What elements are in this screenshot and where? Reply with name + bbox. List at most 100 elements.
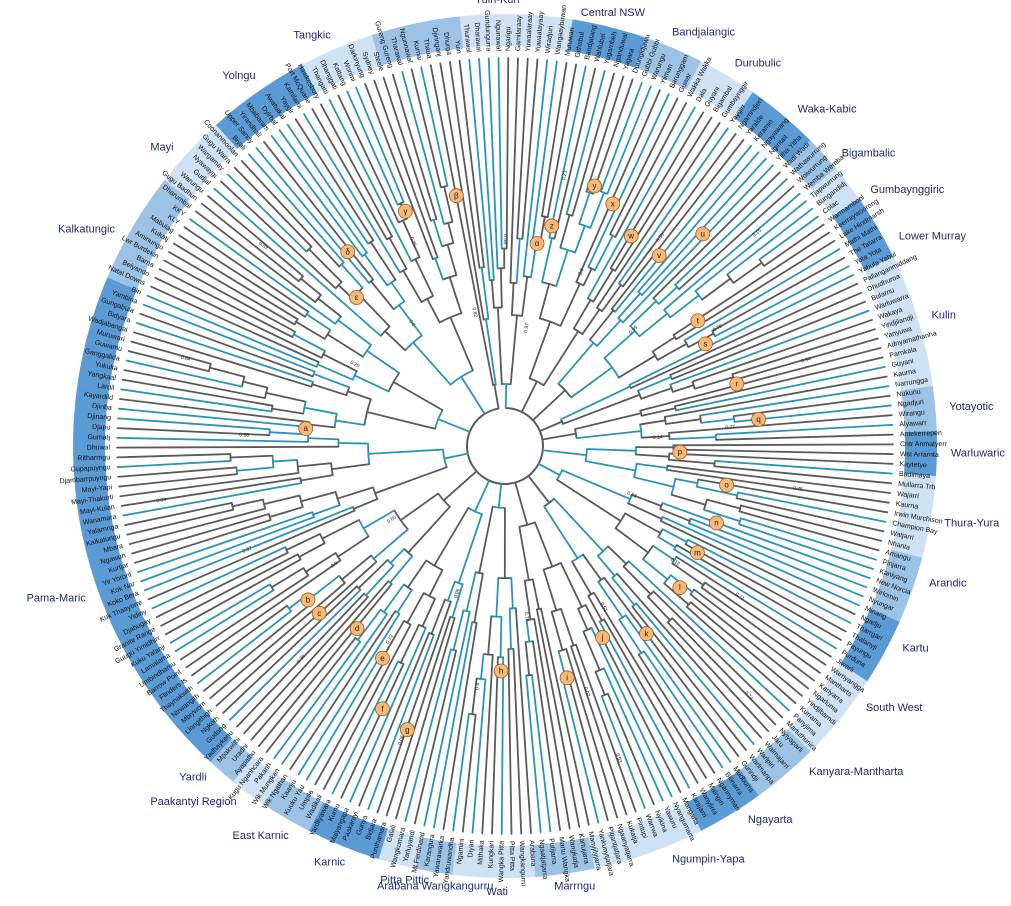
branch-672	[402, 269, 423, 303]
branch-524	[231, 498, 264, 508]
branch-620	[178, 234, 306, 318]
leaf-ngadjuri-62: Ngadjuri	[898, 399, 925, 409]
clade-marker-label-20: p	[678, 448, 683, 457]
branch-625	[317, 297, 342, 318]
branch-469	[341, 554, 372, 581]
branch-438	[289, 610, 397, 771]
group-bands	[72, 13, 938, 878]
branch-75	[592, 268, 614, 303]
branch-291	[611, 576, 636, 606]
group-label-yardli: Yardli	[179, 771, 206, 783]
clade-marker-label-14: j	[601, 633, 604, 642]
clade-marker-16	[672, 580, 688, 595]
branch-445	[265, 637, 357, 753]
leaf-mithaka-131: Mithaka	[477, 840, 485, 865]
branch-79	[581, 308, 601, 335]
clade-marker-21	[751, 411, 767, 427]
leaf-yukulta-199: Yukulta	[94, 361, 118, 372]
clade-marker-1	[448, 188, 464, 204]
branch-36	[528, 320, 552, 380]
leaf-biri-207: Biri	[130, 286, 142, 297]
branch-386	[452, 712, 470, 832]
branch-247	[661, 528, 688, 543]
branch-85	[622, 133, 737, 288]
support-value-17: 0.64	[180, 355, 191, 363]
branch-149	[671, 300, 867, 381]
branch-arc-482	[334, 552, 342, 561]
branch-648	[340, 263, 364, 289]
branch-569	[303, 406, 338, 415]
clade-marker-label-6: b	[306, 596, 311, 605]
clade-marker-9	[375, 650, 390, 666]
clade-marker-6	[300, 592, 316, 608]
branch-32	[541, 62, 568, 217]
branch-59	[606, 85, 652, 195]
branch-507	[147, 509, 356, 601]
branch-arc-372	[491, 615, 502, 618]
leaf-djambarrpuyngu-188: Djambarrpuyngu	[59, 474, 111, 485]
branch-131	[656, 342, 688, 361]
branch-117	[694, 200, 807, 293]
branch-198	[668, 452, 894, 465]
branch-543	[118, 473, 238, 488]
leaf-yuwaalayaay-7: Yuwaalayaay	[535, 11, 545, 53]
group-label-south-west: South West	[866, 702, 923, 714]
group-label-yolngu: Yolngu	[222, 70, 255, 82]
branch-81	[595, 121, 721, 309]
clade-marker-11	[399, 722, 415, 738]
branch-652	[398, 304, 423, 337]
branch-708	[493, 384, 500, 410]
group-label-pitta-pittic: Pitta Pittic	[380, 874, 429, 886]
branch-146	[637, 376, 672, 392]
band-east-karnic-23	[263, 777, 324, 831]
branch-226	[740, 517, 877, 561]
branch-82	[601, 284, 622, 313]
band-kalkatungic-27	[107, 180, 190, 290]
clade-marker-label-26: v	[657, 251, 661, 260]
branch-230	[561, 469, 632, 500]
branch-419	[421, 597, 436, 628]
branch-415	[433, 507, 470, 567]
branch-14	[505, 57, 510, 250]
branch-532	[299, 474, 334, 482]
branch-223	[738, 510, 880, 552]
branch-243	[556, 478, 622, 522]
support-value-12: 0.75	[793, 486, 804, 493]
branch-23	[521, 58, 539, 240]
branch-330	[600, 695, 646, 809]
branch-662	[270, 135, 364, 258]
branch-521	[263, 494, 301, 506]
group-label-yuin-kuri: Yuin-Kuri	[475, 0, 520, 6]
support-value-35: 0.05	[386, 514, 398, 524]
clade-marker-27	[623, 228, 639, 244]
branch-581	[208, 366, 246, 378]
branch-207	[666, 464, 892, 494]
branch-96	[617, 292, 642, 319]
branch-459	[236, 592, 365, 728]
branch-336	[570, 645, 628, 816]
branch-137	[714, 265, 850, 338]
support-value-19: 0.59	[502, 234, 508, 244]
branch-353	[525, 619, 531, 643]
branch-602	[150, 285, 320, 364]
support-value-1: 0.99	[628, 325, 639, 336]
branch-269	[689, 593, 809, 690]
branch-414	[358, 632, 431, 807]
branch-127	[651, 336, 676, 353]
branch-260	[671, 562, 705, 586]
branch-253	[675, 544, 842, 641]
branch-276	[553, 497, 605, 553]
branch-239	[627, 502, 663, 520]
clade-marker-label-21: q	[756, 415, 760, 424]
group-label-thura-yura: Thura-Yura	[944, 517, 1000, 529]
branch-33	[546, 63, 578, 218]
band-tangkic-30	[302, 35, 382, 93]
branch-173	[663, 375, 888, 418]
branch-arc-671	[421, 295, 434, 303]
branch-667	[294, 118, 375, 242]
branch-500	[151, 546, 287, 610]
branch-124	[763, 223, 825, 267]
branch-573	[120, 388, 273, 413]
branch-217	[735, 497, 885, 533]
branch-717	[458, 59, 485, 269]
